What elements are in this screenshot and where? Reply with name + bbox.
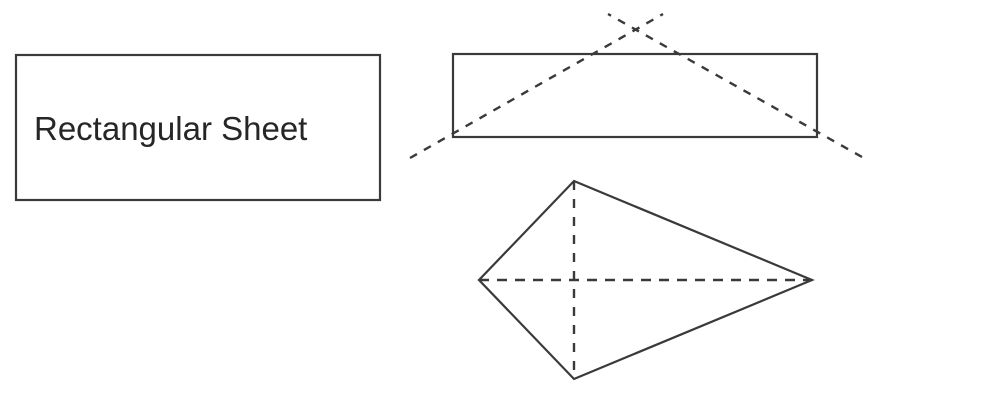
- folded-sheet-panel: [409, 12, 863, 160]
- folded-sheet-outline: [451, 52, 819, 139]
- rectangular-sheet-label: Rectangular Sheet: [34, 110, 307, 147]
- fold-line-right-to-left: [607, 12, 863, 159]
- kite-panel: [477, 179, 815, 381]
- kite-outline: [477, 179, 815, 381]
- rectangular-sheet-fill: [16, 55, 380, 200]
- rectangular-sheet-panel: Rectangular Sheet: [14, 53, 382, 202]
- rectangular-sheet-outline: [14, 53, 382, 202]
